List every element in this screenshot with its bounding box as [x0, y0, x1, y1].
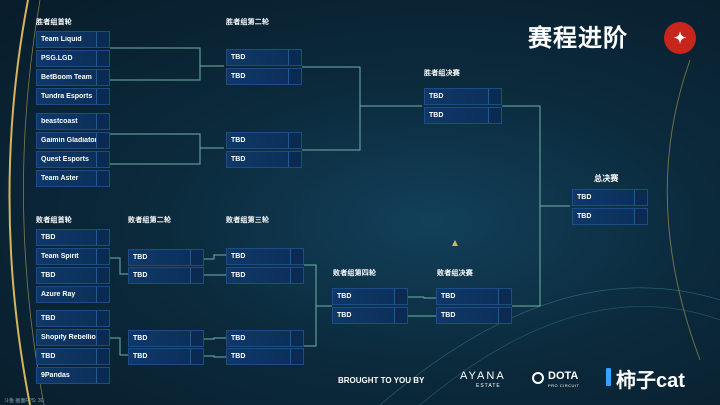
pro-circuit-text: PRO CIRCUIT [548, 383, 580, 388]
team-row[interactable]: TBD [128, 267, 204, 284]
score-cell [634, 209, 647, 224]
score-cell [634, 190, 647, 205]
score-cell [96, 32, 109, 47]
score-cell [190, 349, 203, 364]
label-lb-final: 败者组决赛 [437, 270, 473, 277]
dota-logo-text: DOTA [548, 370, 579, 382]
label-lb-r3: 败者组第三轮 [226, 217, 270, 224]
score-cell [96, 114, 109, 129]
team-row[interactable]: Team Liquid [36, 31, 110, 48]
label-lb-r2: 败者组第二轮 [128, 217, 172, 224]
team-row[interactable]: TBD [226, 248, 304, 265]
team-row[interactable]: BetBoom Team [36, 69, 110, 86]
team-row[interactable]: beastcoast [36, 113, 110, 130]
fps-readout: 斗鱼 画面FPS: 30 [4, 398, 44, 404]
team-row[interactable]: TBD [226, 49, 302, 66]
brought-to-you-text: BROUGHT TO YOU BY [338, 376, 425, 385]
team-row[interactable]: TBD [436, 288, 512, 305]
team-row[interactable]: TBD [226, 267, 304, 284]
score-cell [96, 89, 109, 104]
score-cell [96, 51, 109, 66]
label-lb-r1: 败者组首轮 [36, 217, 72, 224]
team-row[interactable]: TBD [226, 151, 302, 168]
team-row[interactable]: Quest Esports [36, 151, 110, 168]
score-cell [288, 50, 301, 65]
team-row[interactable]: TBD [226, 68, 302, 85]
score-cell [394, 289, 407, 304]
team-row[interactable]: TBD [226, 348, 304, 365]
score-cell [290, 249, 303, 264]
team-row[interactable]: Team Aster [36, 170, 110, 187]
team-row[interactable]: 9Pandas [36, 367, 110, 384]
dota2-logo-icon: ✦ [664, 22, 696, 54]
label-ub-r1: 胜者组首轮 [36, 19, 72, 26]
team-row[interactable]: TBD [332, 288, 408, 305]
team-row[interactable]: PSG.LGD [36, 50, 110, 67]
score-cell [96, 171, 109, 186]
score-cell [394, 308, 407, 323]
score-cell [96, 268, 109, 283]
score-cell [96, 330, 109, 345]
score-cell [288, 69, 301, 84]
score-cell [190, 331, 203, 346]
team-row[interactable]: TBD [572, 189, 648, 206]
team-row[interactable]: TBD [36, 229, 110, 246]
ayana-sub-text: ESTATE [476, 383, 501, 389]
team-row[interactable]: TBD [36, 348, 110, 365]
label-ub-r2: 胜者组第二轮 [226, 19, 270, 26]
label-grand-final: 总决赛 [594, 174, 619, 183]
score-cell [96, 70, 109, 85]
team-row[interactable]: TBD [436, 307, 512, 324]
team-row[interactable]: TBD [572, 208, 648, 225]
team-row[interactable]: TBD [128, 249, 204, 266]
score-cell [96, 349, 109, 364]
label-lb-r4: 败者组第四轮 [333, 270, 377, 277]
score-cell [96, 249, 109, 264]
score-cell [290, 268, 303, 283]
team-row[interactable]: Shopify Rebellion [36, 329, 110, 346]
team-row[interactable]: TBD [128, 330, 204, 347]
score-cell [96, 311, 109, 326]
team-row[interactable]: Tundra Esports [36, 88, 110, 105]
team-row[interactable]: TBD [332, 307, 408, 324]
score-cell [96, 287, 109, 302]
score-cell [288, 133, 301, 148]
score-cell [190, 268, 203, 283]
score-cell [96, 152, 109, 167]
score-cell [288, 152, 301, 167]
gold-marker [452, 240, 458, 246]
team-row[interactable]: Team Spirit [36, 248, 110, 265]
team-row[interactable]: TBD [226, 330, 304, 347]
score-cell [190, 250, 203, 265]
score-cell [96, 368, 109, 383]
page-title: 赛程进阶 [528, 25, 628, 52]
score-cell [488, 108, 501, 123]
team-row[interactable]: TBD [424, 88, 502, 105]
team-row[interactable]: TBD [36, 310, 110, 327]
label-ub-final: 胜者组决赛 [424, 70, 460, 77]
team-row[interactable]: TBD [128, 348, 204, 365]
team-row[interactable]: TBD [424, 107, 502, 124]
team-row[interactable]: Azure Ray [36, 286, 110, 303]
score-cell [96, 230, 109, 245]
watermark-text: 柿子cat [616, 370, 685, 392]
score-cell [96, 133, 109, 148]
score-cell [290, 331, 303, 346]
score-cell [498, 308, 511, 323]
score-cell [488, 89, 501, 104]
score-cell [498, 289, 511, 304]
score-cell [290, 349, 303, 364]
team-row[interactable]: TBD [226, 132, 302, 149]
team-row[interactable]: TBD [36, 267, 110, 284]
ayana-logo-text: AYANA [460, 370, 506, 382]
team-row[interactable]: Gaimin Gladiators [36, 132, 110, 149]
